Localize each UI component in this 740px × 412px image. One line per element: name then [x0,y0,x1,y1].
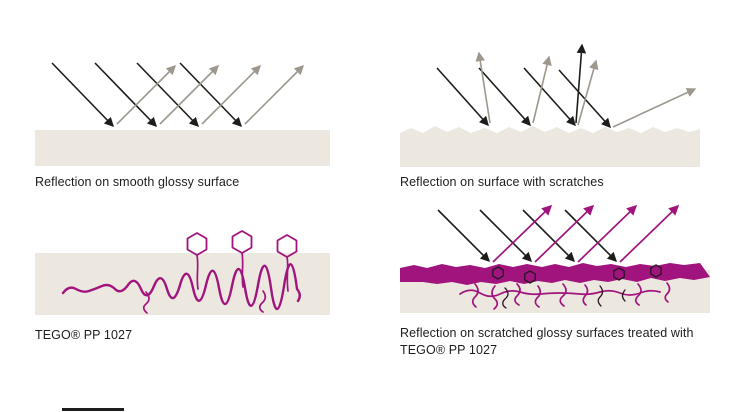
embedded-benzene-ring-icon [492,264,662,284]
caption-smooth: Reflection on smooth glossy surface [35,175,240,189]
treated-surface-figure [400,204,710,313]
polymer-chain [61,263,301,311]
reflected-light-arrows [492,204,680,263]
scratched-surface-figure [400,43,700,167]
benzene-ring-icon [186,230,298,258]
tego-coating-band [400,263,710,285]
scratched-surface [400,126,700,167]
smooth-surface [35,130,330,166]
caption-scratches: Reflection on surface with scratches [400,175,604,189]
bottom-rule [62,408,124,411]
polymer-substrate [35,253,330,315]
reflected-light-arrows [116,64,305,125]
incoming-light-arrows [436,67,611,129]
caption-tego: TEGO® PP 1027 [35,328,133,342]
pendant-squiggles [142,290,267,314]
caption-treated: Reflection on scratched glossy surfaces … [400,326,694,357]
benzene-ring-stems [196,252,289,292]
scattered-reflected-arrows [475,43,697,128]
tego-polymer-figure [35,230,330,315]
incoming-light-arrows [437,209,618,263]
dark-scribbles [502,285,626,309]
smooth-surface-figure [35,62,330,166]
incoming-light-arrows [51,62,243,128]
coating-polymer-squiggles [459,282,671,310]
